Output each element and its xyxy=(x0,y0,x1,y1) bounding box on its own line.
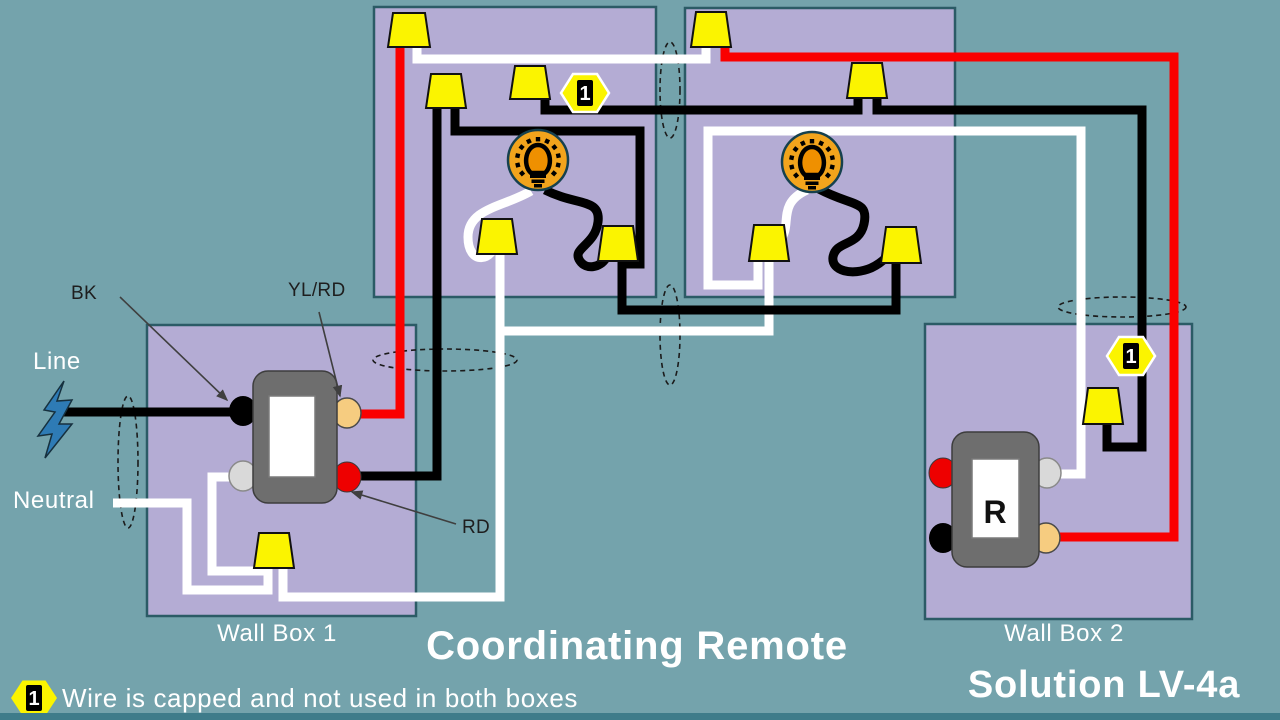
neutral-wire xyxy=(113,498,273,595)
page-title: Coordinating Remote xyxy=(426,624,848,668)
light-bulb-icon xyxy=(780,130,844,194)
neutral-label: Neutral xyxy=(13,487,95,514)
hex-badge-icon: 1 xyxy=(11,680,57,716)
remote-letter: R xyxy=(983,494,1006,530)
wire-nut-icon xyxy=(252,532,296,569)
light-bulb-icon xyxy=(506,128,570,192)
switch-device xyxy=(228,370,362,504)
cable-marker-wallbox1-top xyxy=(372,348,518,372)
white-wire-b4-drop xyxy=(497,258,774,336)
hex-badge-icon: 1 xyxy=(1105,335,1157,377)
red-wire-to-switch xyxy=(359,45,405,419)
wire-nut-icon xyxy=(747,224,791,262)
wall-box-1-label: Wall Box 1 xyxy=(217,620,337,647)
cable-marker-wallbox2-top xyxy=(1057,296,1187,318)
line-label: Line xyxy=(33,348,81,375)
remote-paddle xyxy=(971,458,1020,539)
bk-label: BK xyxy=(71,283,97,304)
ylrd-arrow xyxy=(318,311,343,398)
ylrd-label: YL/RD xyxy=(288,280,346,301)
badge-number: 1 xyxy=(1125,346,1136,368)
wire-nut-icon xyxy=(508,65,552,100)
hex-badge-icon: 1 xyxy=(559,72,611,114)
black-wire-to-switch xyxy=(359,107,442,481)
black-capped-wire-left xyxy=(540,96,863,115)
bk-arrow xyxy=(119,296,229,402)
red-wire-to-remote xyxy=(720,45,1179,542)
black-capped-wire-right xyxy=(872,96,1147,452)
cable-marker-wallbox1-left xyxy=(117,395,139,529)
wire-nut-icon xyxy=(386,12,432,48)
wire-nut-icon xyxy=(879,226,923,264)
rd-label: RD xyxy=(462,517,491,538)
bottom-bar xyxy=(0,713,1280,720)
bulb1-black-lead xyxy=(542,185,610,272)
wire-nut-icon xyxy=(424,73,468,109)
terminal-black xyxy=(929,523,957,553)
legend-text: Wire is capped and not used in both boxe… xyxy=(62,683,579,713)
bulb2-black-lead xyxy=(816,185,901,277)
wall-box-2-label: Wall Box 2 xyxy=(1004,620,1124,647)
remote-device: R xyxy=(928,431,1062,568)
wire-nuts xyxy=(252,11,1125,569)
rd-arrow xyxy=(350,490,457,525)
solution-label: Solution LV-4a xyxy=(967,664,1241,706)
terminal-black xyxy=(229,396,257,426)
wire-nut-icon xyxy=(475,218,519,255)
lightning-bolt-icon xyxy=(36,380,74,459)
badge-number: 1 xyxy=(579,83,590,105)
wire-nut-icon xyxy=(689,11,733,48)
badge-number: 1 xyxy=(28,688,39,710)
cable-marker-top-gap xyxy=(659,41,681,139)
switch-paddle xyxy=(268,395,316,478)
wire-nut-icon xyxy=(845,62,889,99)
white-wire-ceiling-link xyxy=(412,44,711,64)
wire-nut-icon xyxy=(596,225,640,262)
wire-nut-icon xyxy=(1081,387,1125,425)
black-wire-between-lights xyxy=(450,105,901,315)
white-wire-to-remote xyxy=(703,126,1086,479)
